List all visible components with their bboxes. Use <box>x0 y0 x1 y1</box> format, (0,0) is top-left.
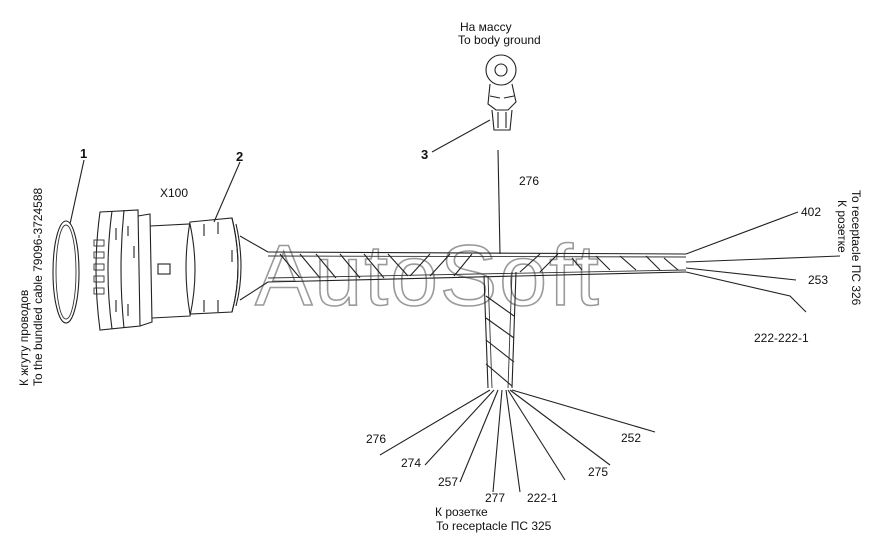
right-label-en: To receptacle ПС 326 <box>849 190 863 306</box>
wire-222-1: 222-1 <box>527 491 558 505</box>
wire-276-bottom: 276 <box>366 432 386 446</box>
wire-257: 257 <box>438 475 458 489</box>
wire-274: 274 <box>401 456 421 470</box>
right-wire-fan <box>685 211 841 313</box>
left-label-ru: К жгуту проводов <box>17 290 31 386</box>
bottom-wire-fan <box>379 389 656 493</box>
callout-leaders <box>69 119 491 225</box>
wire-222-222-1: 222-222-1 <box>754 331 809 345</box>
vertical-harness-branch <box>483 271 517 389</box>
left-label-en: To the bundled cable 79096-3724588 <box>31 188 45 386</box>
connector-x100 <box>93 209 269 331</box>
right-label-ru: К розетке <box>835 200 849 253</box>
bottom-label-en: To receptacle ПС 325 <box>436 519 552 533</box>
callout-1: 1 <box>80 146 87 161</box>
connector-label: X100 <box>160 186 188 200</box>
ground-label-ru: На массу <box>460 20 512 34</box>
main-harness-bundle <box>267 251 687 283</box>
wire-276-top: 276 <box>519 174 539 188</box>
wire-253: 253 <box>808 273 828 287</box>
wire-252: 252 <box>621 431 641 445</box>
o-ring-seal <box>52 220 80 324</box>
bottom-label-ru: К розетке <box>435 505 488 519</box>
ground-wire <box>497 149 501 255</box>
wire-277: 277 <box>485 491 505 505</box>
callout-3: 3 <box>421 147 428 162</box>
watermark: AutoSoft <box>255 228 601 324</box>
ground-label-en: To body ground <box>458 33 541 47</box>
ring-terminal <box>485 54 517 131</box>
callout-2: 2 <box>236 149 243 164</box>
wire-402: 402 <box>801 205 821 219</box>
wire-275: 275 <box>588 465 608 479</box>
